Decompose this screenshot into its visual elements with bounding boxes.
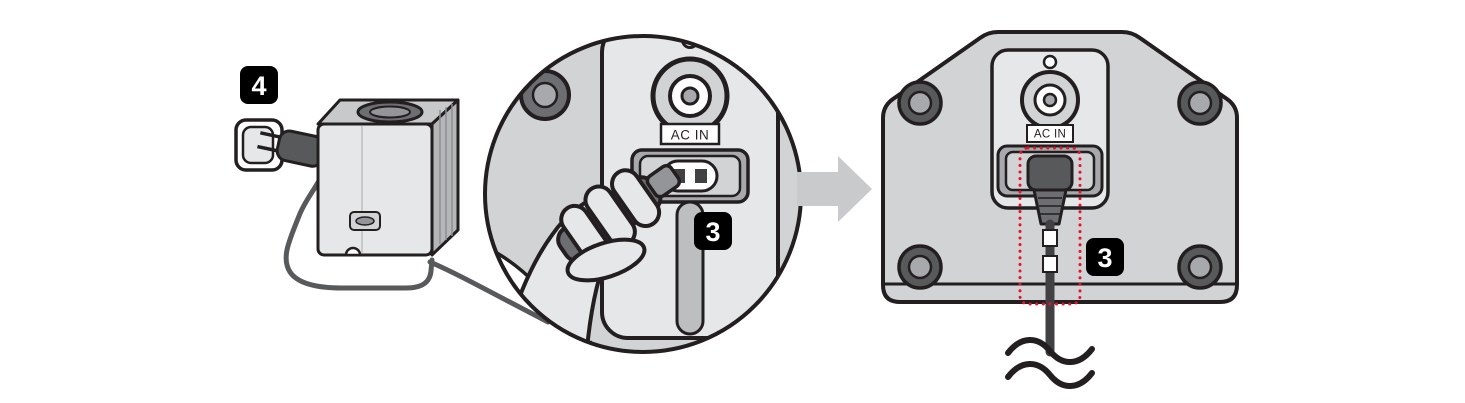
- device-side-face: [430, 98, 460, 257]
- wave-line: [1005, 361, 1095, 389]
- wave-line: [1005, 337, 1095, 365]
- inserted-plug-body: [1032, 188, 1068, 226]
- step-3-badge-zoom-number: 3: [705, 217, 720, 247]
- thumb: [565, 237, 647, 283]
- cable-continuation-waves: [1005, 337, 1095, 389]
- screw-icon: [897, 244, 943, 290]
- wall-outlet: [234, 118, 284, 172]
- screw-icon: [1177, 80, 1223, 126]
- ac-in-label: AC IN: [671, 128, 710, 143]
- screw-icon: [897, 80, 943, 126]
- screw-hole: [1042, 54, 1058, 70]
- round-connector-pin: [1042, 92, 1058, 108]
- step-4-badge-number: 4: [251, 71, 266, 101]
- socket-hole: [695, 169, 707, 183]
- table-edge-line: [485, 340, 593, 352]
- held-plug-tip: [645, 163, 682, 199]
- plug-pin: [259, 131, 283, 140]
- plug-pin: [257, 144, 280, 153]
- finger: [610, 168, 662, 228]
- ac-in-label: AC IN: [1034, 129, 1066, 141]
- top-speaker-inner: [369, 105, 411, 119]
- step-3-badge-panel-bg: [1086, 238, 1124, 276]
- step-3-badge-zoom-bg: [694, 212, 732, 250]
- ac-in-label-box: [659, 122, 721, 146]
- cable-clip: [1042, 229, 1058, 247]
- step-4-badge: 4: [240, 66, 278, 104]
- cord-notch: [344, 246, 362, 257]
- red-dotted-highlight: [1018, 146, 1082, 306]
- screw-icon: [1177, 244, 1223, 290]
- device-front-face: [316, 122, 434, 257]
- screw-center: [531, 81, 559, 109]
- round-connector-pin: [680, 86, 700, 106]
- step-4-badge-bg: [240, 66, 278, 104]
- step-3-badge-panel-number: 3: [1097, 243, 1112, 273]
- bottom-panel: AC IN 3: [881, 30, 1239, 357]
- speaker-device: [316, 98, 460, 257]
- power-cord: [283, 155, 435, 291]
- ac-in-label-box: [1026, 124, 1074, 143]
- right-arrow-icon: [797, 156, 872, 222]
- cord-to-zoom: [427, 259, 551, 325]
- zoom-circle: AC IN 3: [483, 34, 803, 354]
- inserted-plug-head: [1026, 154, 1074, 192]
- cable-clip: [1042, 255, 1058, 273]
- front-oval-detail: [355, 216, 375, 226]
